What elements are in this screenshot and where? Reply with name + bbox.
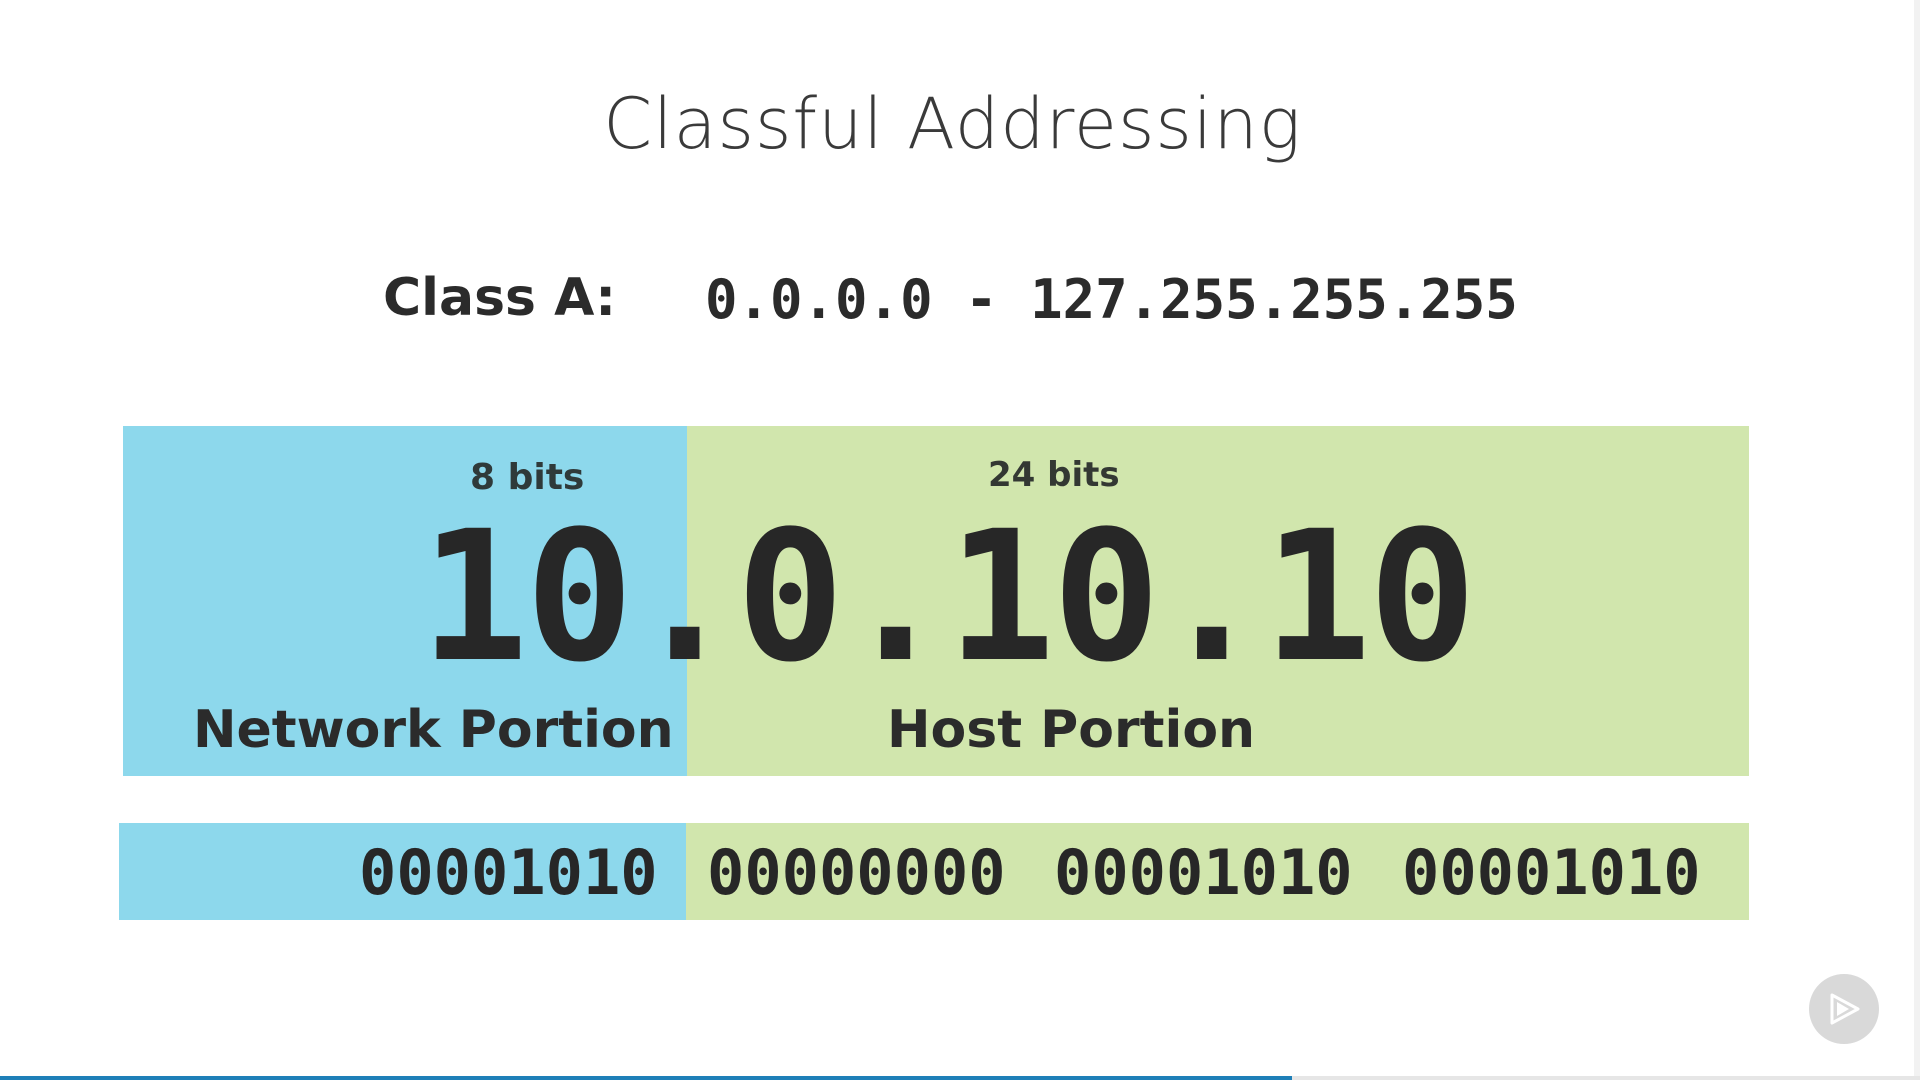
class-label: Class A: <box>383 268 617 328</box>
binary-network-octet: 00001010 <box>359 836 658 909</box>
binary-row <box>119 823 1749 920</box>
class-range-line: Class A: 0.0.0.0 - 127.255.255.255 <box>0 268 1920 338</box>
window-edge <box>1914 0 1920 1080</box>
binary-host-octet-3: 00001010 <box>1402 836 1701 909</box>
binary-host-octet-2: 00001010 <box>1054 836 1353 909</box>
binary-host-octet-1: 00000000 <box>707 836 1006 909</box>
network-portion-block <box>123 426 687 776</box>
binary-host-block <box>686 823 1749 920</box>
host-portion-block <box>687 426 1749 776</box>
slide-title: Classful Addressing <box>603 83 1302 165</box>
video-progress-bar[interactable] <box>0 1076 1920 1080</box>
class-range: 0.0.0.0 - 127.255.255.255 <box>705 268 1518 331</box>
play-logo-button[interactable] <box>1809 974 1879 1044</box>
network-bits-label: 8 bits <box>470 457 585 498</box>
play-logo-icon <box>1830 993 1860 1025</box>
host-bits-label: 24 bits <box>988 455 1120 495</box>
ip-address: 10.0.10.10 <box>420 493 1477 702</box>
ip-panel <box>123 426 1749 776</box>
network-portion-label: Network Portion <box>193 700 674 760</box>
host-portion-label: Host Portion <box>887 700 1256 760</box>
binary-network-block <box>119 823 686 920</box>
video-progress-fill <box>0 1076 1293 1080</box>
